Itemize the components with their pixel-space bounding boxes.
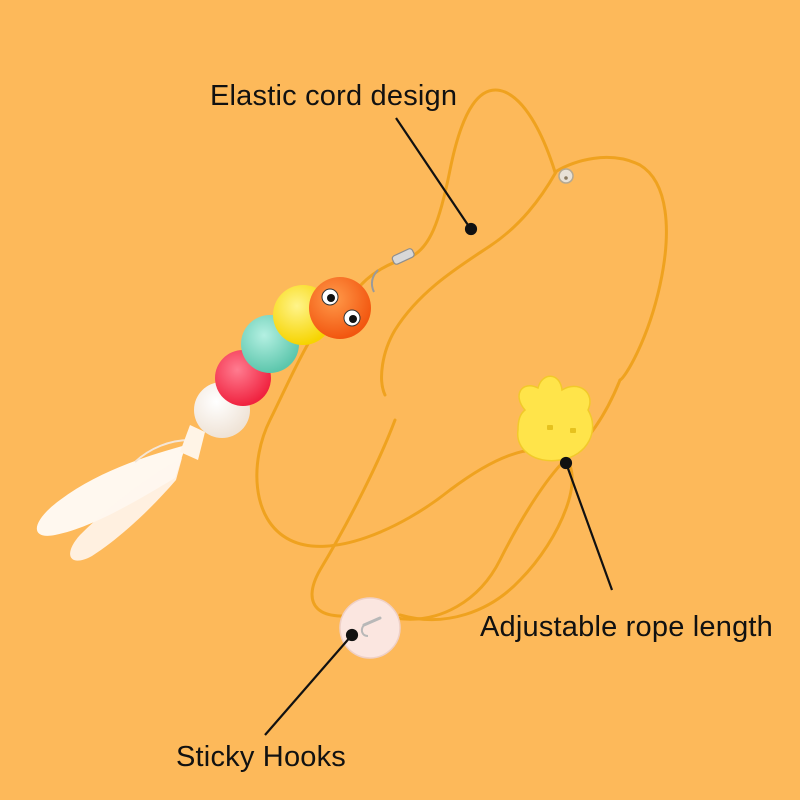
swivel-clip [370,248,415,293]
googly-eyes-icon [321,288,361,327]
sticky-hooks-label: Sticky Hooks [176,741,346,773]
bell-icon [558,168,574,184]
elastic-cord-label: Elastic cord design [210,80,458,112]
annotation-pointers [264,117,614,736]
feather-tail [36,425,205,561]
elastic-cord [255,88,668,622]
caterpillar-pompoms [194,277,371,438]
adjustable-rope-label: Adjustable rope length [480,611,773,643]
sticky-hook-pad [339,597,401,659]
pompom-orange-head [309,277,371,339]
rope-adjuster [517,375,594,462]
